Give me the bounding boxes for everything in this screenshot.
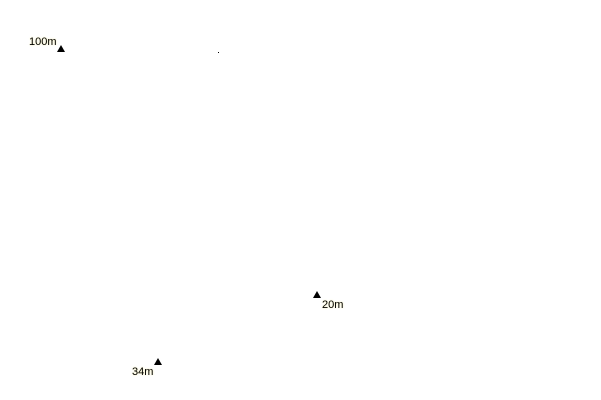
- elevation-label-peak-1: 100m: [29, 36, 57, 48]
- peak-triangle-icon[interactable]: [57, 45, 65, 52]
- peak-triangle-icon[interactable]: [313, 291, 321, 298]
- peak-triangle-icon[interactable]: [154, 358, 162, 365]
- elevation-label-peak-3: 34m: [132, 366, 154, 378]
- elevation-label-peak-2: 20m: [322, 299, 344, 311]
- map-point-icon: [218, 52, 219, 53]
